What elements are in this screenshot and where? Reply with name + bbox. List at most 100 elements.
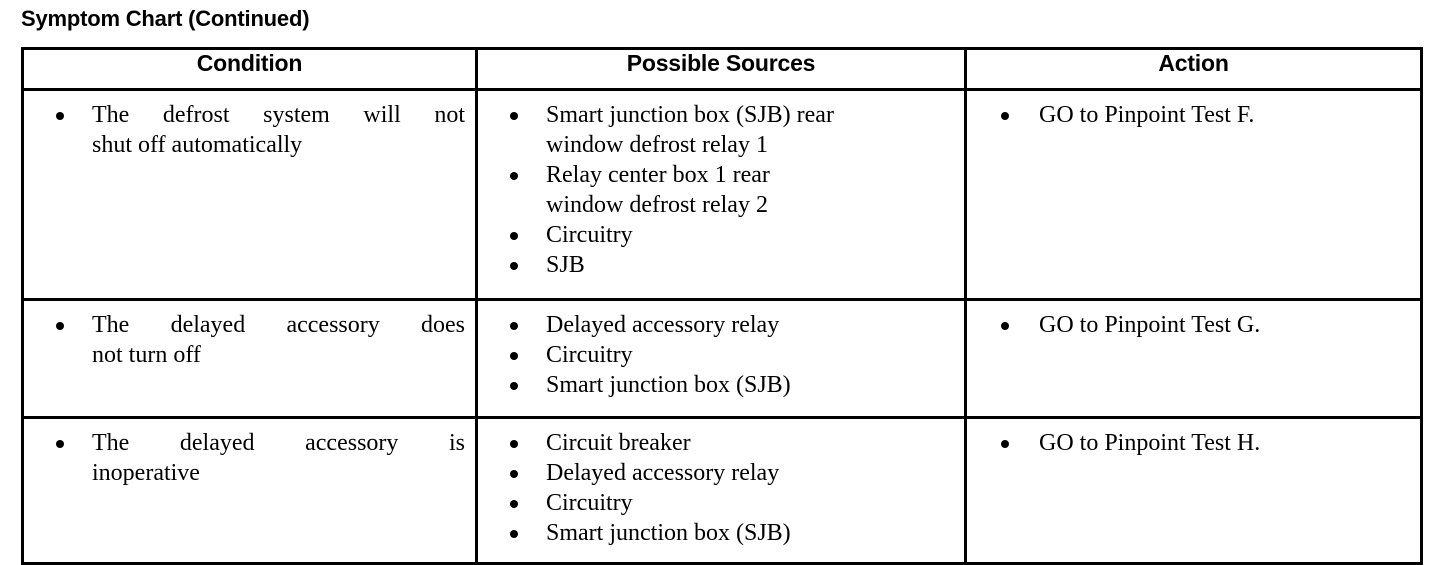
list-item: GO to Pinpoint Test H. — [977, 428, 1410, 458]
bullet-icon — [510, 232, 518, 240]
list-item: GO to Pinpoint Test G. — [977, 310, 1410, 340]
list-item-text: SJB — [546, 250, 954, 280]
text-line: GO to Pinpoint Test F. — [1039, 102, 1255, 128]
cell-action: GO to Pinpoint Test H. — [964, 416, 1423, 565]
text-line: SJB — [546, 252, 585, 278]
bullet-icon — [510, 382, 518, 390]
table-row: The defrost system will not shut off auto… — [21, 88, 1423, 301]
bullet-list: GO to Pinpoint Test F. — [977, 100, 1410, 130]
bullet-icon — [1001, 440, 1009, 448]
text-line: The delayed accessory is — [92, 430, 465, 456]
text-line: window defrost relay 1 — [546, 132, 768, 158]
bullet-icon — [510, 262, 518, 270]
list-item: The defrost system will not shut off auto… — [34, 100, 465, 160]
bullet-list: GO to Pinpoint Test G. — [977, 310, 1410, 340]
text-line: Relay center box 1 rear — [546, 162, 770, 188]
list-item: Smart junction box (SJB) — [488, 518, 954, 548]
text-line: Circuit breaker — [546, 430, 691, 456]
text-line: Smart junction box (SJB) rear — [546, 102, 834, 128]
cell-possible-sources: Smart junction box (SJB) rear window defr… — [475, 88, 967, 301]
bullet-icon — [510, 172, 518, 180]
list-item: Delayed accessory relay — [488, 310, 954, 340]
bullet-icon — [56, 112, 64, 120]
list-item-text: Delayed accessory relay — [546, 458, 954, 488]
bullet-list: GO to Pinpoint Test H. — [977, 428, 1410, 458]
list-item-text: Relay center box 1 rear window defrost re… — [546, 160, 954, 220]
page-title: Symptom Chart (Continued) — [21, 6, 310, 31]
list-item-text: GO to Pinpoint Test F. — [1039, 100, 1410, 130]
table-header-row: Condition Possible Sources Action — [21, 47, 1423, 91]
bullet-icon — [510, 530, 518, 538]
column-header-possible-sources: Possible Sources — [475, 47, 967, 91]
list-item-text: Circuitry — [546, 488, 954, 518]
list-item: Circuitry — [488, 340, 954, 370]
list-item: Delayed accessory relay — [488, 458, 954, 488]
cell-content: GO to Pinpoint Test G. — [967, 301, 1420, 356]
bullet-icon — [510, 440, 518, 448]
bullet-icon — [510, 470, 518, 478]
list-item-text: Smart junction box (SJB) rear window defr… — [546, 100, 954, 160]
list-item-text: Smart junction box (SJB) — [546, 518, 954, 548]
list-item-text: Circuitry — [546, 340, 954, 370]
list-item: Smart junction box (SJB) rear window defr… — [488, 100, 954, 160]
text-line: The defrost system will not — [92, 102, 465, 128]
text-line: The delayed accessory does — [92, 312, 465, 338]
text-line: Circuitry — [546, 342, 633, 368]
document-page: Symptom Chart (Continued) Condition Poss… — [21, 6, 1423, 565]
cell-content: Smart junction box (SJB) rear window defr… — [478, 91, 964, 298]
column-header-condition: Condition — [21, 47, 478, 91]
list-item: SJB — [488, 250, 954, 280]
bullet-icon — [56, 322, 64, 330]
cell-content: The defrost system will not shut off auto… — [24, 91, 475, 178]
text-line: Smart junction box (SJB) — [546, 372, 791, 398]
text-line: Delayed accessory relay — [546, 460, 780, 486]
cell-action: GO to Pinpoint Test F. — [964, 88, 1423, 301]
cell-content: GO to Pinpoint Test H. — [967, 419, 1420, 472]
list-item-text: The defrost system will not shut off auto… — [92, 100, 465, 160]
text-line: GO to Pinpoint Test H. — [1039, 430, 1261, 456]
bullet-list: The defrost system will not shut off auto… — [34, 100, 465, 160]
list-item-text: Circuitry — [546, 220, 954, 250]
list-item: Circuitry — [488, 220, 954, 250]
text-line: Smart junction box (SJB) — [546, 520, 791, 546]
cell-content: GO to Pinpoint Test F. — [967, 91, 1420, 148]
list-item-text: GO to Pinpoint Test G. — [1039, 310, 1410, 340]
list-item: Circuit breaker — [488, 428, 954, 458]
bullet-icon — [1001, 322, 1009, 330]
table-body: The defrost system will not shut off auto… — [21, 88, 1423, 565]
table-header: Condition Possible Sources Action — [21, 47, 1423, 91]
list-item-text: Circuit breaker — [546, 428, 954, 458]
list-item: Circuitry — [488, 488, 954, 518]
text-line: GO to Pinpoint Test G. — [1039, 312, 1261, 338]
bullet-icon — [510, 322, 518, 330]
text-line: Circuitry — [546, 490, 633, 516]
text-line: shut off automatically — [92, 132, 303, 158]
list-item-text: GO to Pinpoint Test H. — [1039, 428, 1410, 458]
list-item: Smart junction box (SJB) — [488, 370, 954, 400]
column-header-action: Action — [964, 47, 1423, 91]
list-item-text: Delayed accessory relay — [546, 310, 954, 340]
text-line: Delayed accessory relay — [546, 312, 780, 338]
text-line: window defrost relay 2 — [546, 192, 768, 218]
list-item-text: Smart junction box (SJB) — [546, 370, 954, 400]
list-item: GO to Pinpoint Test F. — [977, 100, 1410, 130]
symptom-chart-table: Condition Possible Sources Action The de… — [21, 47, 1423, 565]
list-item: Relay center box 1 rear window defrost re… — [488, 160, 954, 220]
bullet-icon — [510, 500, 518, 508]
